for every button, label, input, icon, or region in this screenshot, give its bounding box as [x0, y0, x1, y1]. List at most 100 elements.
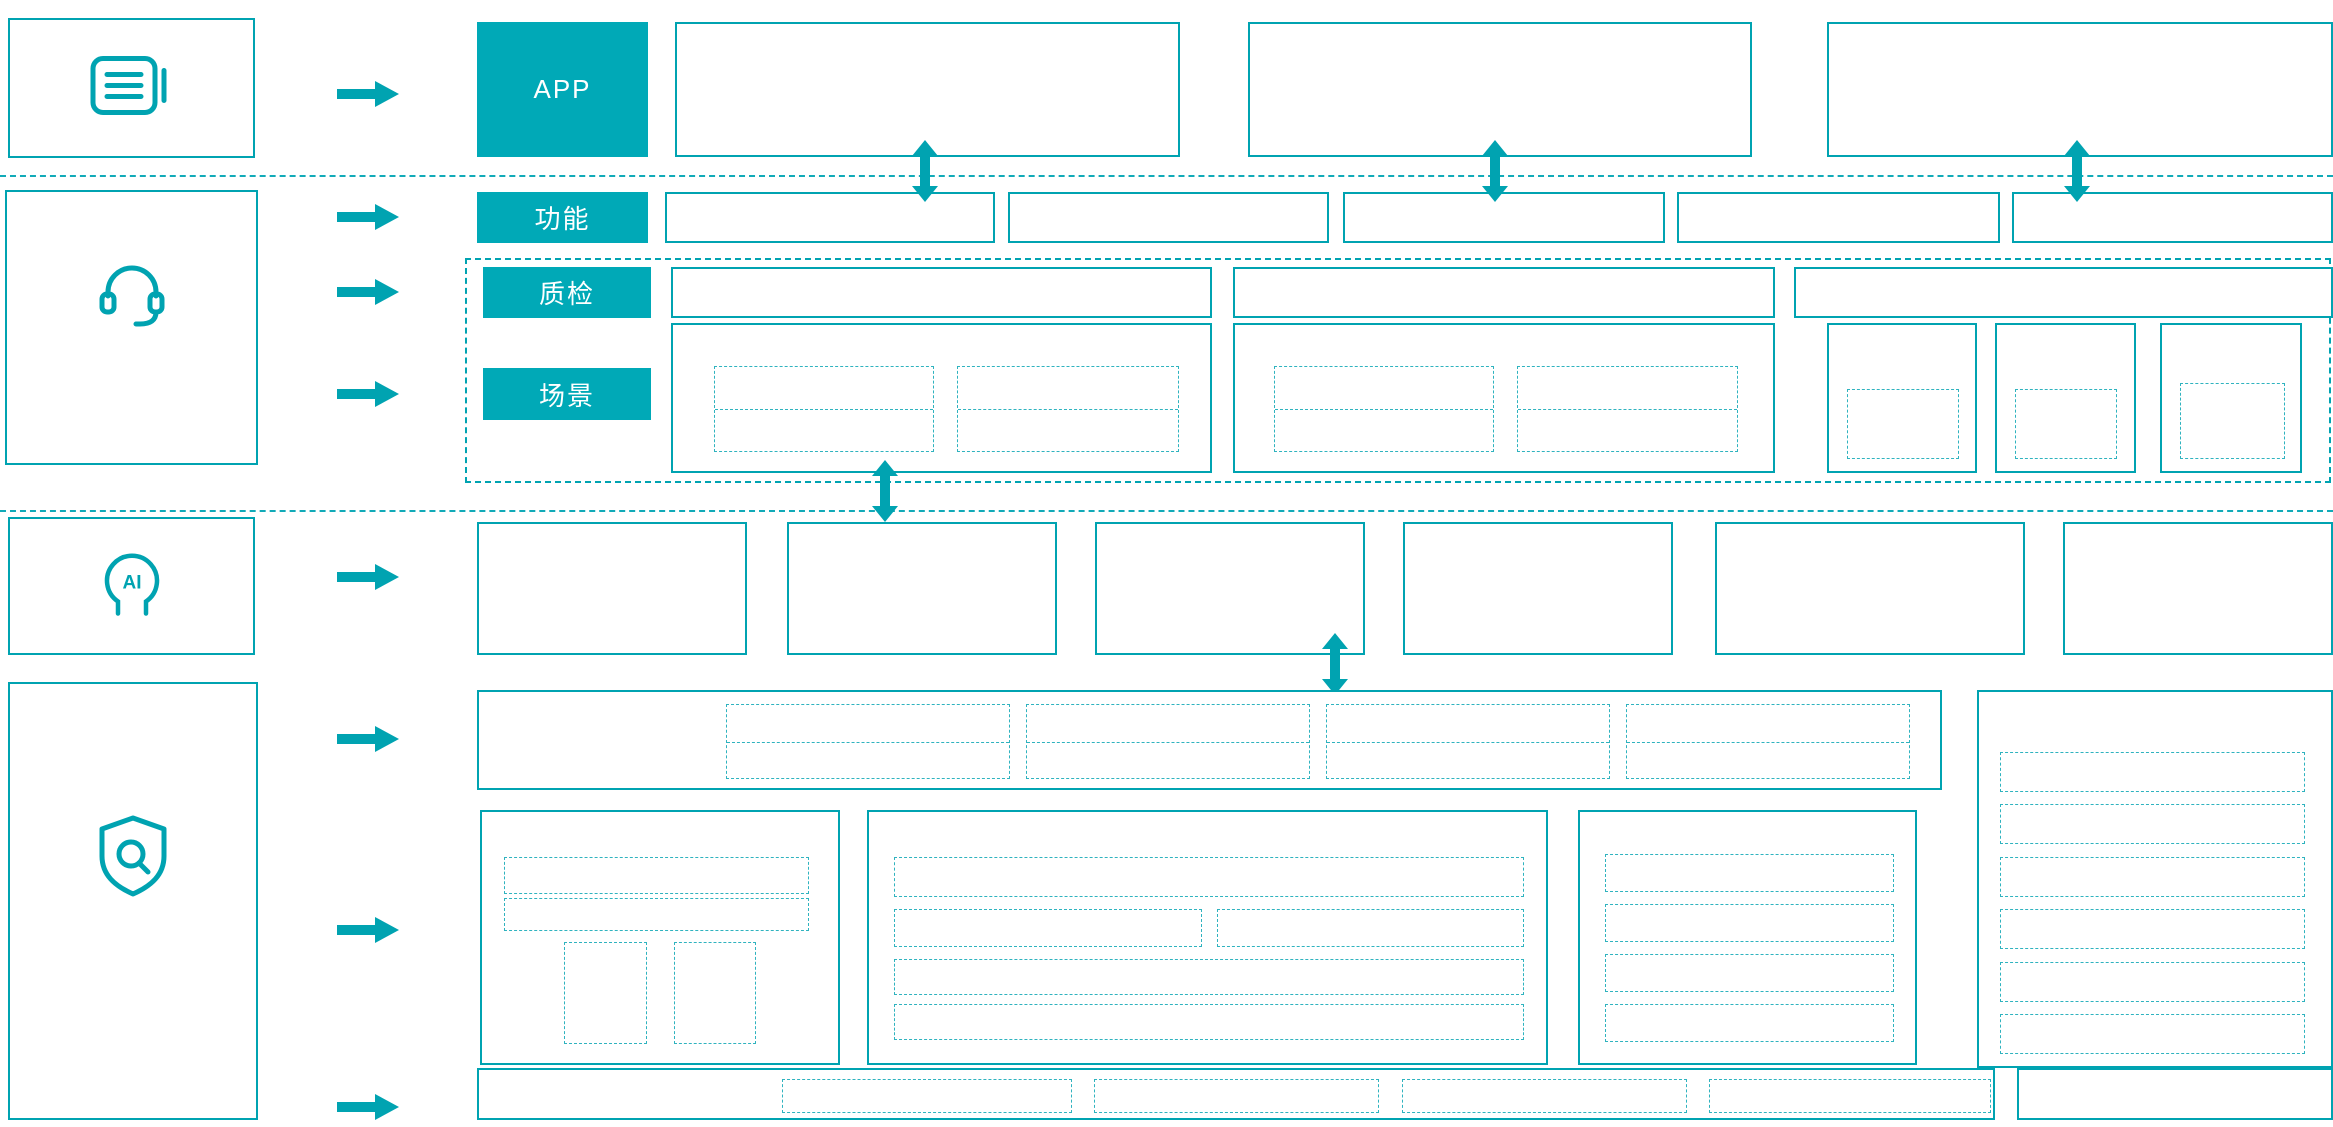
module-left-row-2 [504, 898, 809, 931]
flow-arrow-right-2 [337, 204, 399, 230]
flow-arrow-right-1 [337, 81, 399, 107]
pipeline-cell-2 [1026, 704, 1310, 779]
module-left-block-2 [674, 942, 756, 1044]
flow-arrow-right-6 [337, 726, 399, 752]
scene-box-d [1995, 323, 2136, 473]
cell-divider [1518, 409, 1737, 410]
right-panel-row-5 [2000, 962, 2305, 1002]
flow-arrow-vertical-2 [1482, 140, 1508, 202]
svg-text:AI: AI [122, 573, 141, 594]
module-left-row-1 [504, 857, 809, 894]
scene-box-e [2160, 323, 2302, 473]
function-box-2 [1008, 192, 1329, 243]
scene-cell-c1 [1847, 389, 1959, 459]
module-center-row-1 [894, 857, 1524, 897]
flow-arrow-vertical-1 [912, 140, 938, 202]
module-center-row-3 [894, 959, 1524, 995]
right-panel-row-2 [2000, 804, 2305, 844]
flow-arrow-vertical-3 [2064, 140, 2090, 202]
module-center-row-2b [1217, 909, 1524, 947]
app-row-box-1 [675, 22, 1180, 157]
module-right-row-1 [1605, 854, 1894, 892]
left-panel-quality-layer [8, 682, 258, 1120]
cell-divider [1275, 409, 1493, 410]
module-box-center [867, 810, 1548, 1065]
pipeline-cell-4 [1626, 704, 1910, 779]
right-panel-row-6 [2000, 1014, 2305, 1054]
module-box-right [1578, 810, 1917, 1065]
function-chip: 功能 [477, 192, 648, 243]
pipeline-cell-3 [1326, 704, 1610, 779]
app-row-box-2 [1248, 22, 1752, 157]
scene-chip: 场景 [483, 368, 651, 420]
ai-head-icon: AI [96, 548, 168, 625]
module-right-row-4 [1605, 1004, 1894, 1042]
right-panel-row-3 [2000, 857, 2305, 897]
app-chip: APP [477, 22, 648, 157]
scene-group-b [1233, 323, 1775, 473]
function-box-5 [2012, 192, 2333, 243]
flow-arrow-right-8 [337, 1094, 399, 1120]
flow-arrow-vertical-4 [872, 460, 898, 522]
flow-arrow-right-7 [337, 917, 399, 943]
dashed-separator-1 [0, 175, 2333, 177]
quality-box-3 [1794, 267, 2333, 318]
bottom-right-box [2017, 1068, 2333, 1120]
module-right-row-2 [1605, 904, 1894, 942]
bottom-cell-3 [1402, 1079, 1687, 1113]
flow-arrow-right-5 [337, 564, 399, 590]
quality-chip: 质检 [483, 267, 651, 318]
quality-box-1 [671, 267, 1212, 318]
right-panel-row-1 [2000, 752, 2305, 792]
quality-shield-icon [96, 814, 170, 903]
quality-scene-group [465, 258, 2331, 483]
cell-divider [958, 409, 1178, 410]
scene-cell-b2 [1517, 366, 1738, 452]
ai-row-box-2 [787, 522, 1057, 655]
pipeline-cell-1 [726, 704, 1010, 779]
flow-arrow-right-4 [337, 381, 399, 407]
scene-cell-a2 [957, 366, 1179, 452]
function-box-3 [1343, 192, 1665, 243]
cell-divider [1327, 741, 1609, 743]
flow-arrow-right-3 [337, 279, 399, 305]
left-panel-service-layer [5, 190, 258, 465]
scene-cell-d1 [2015, 389, 2117, 459]
scene-cell-b1 [1274, 366, 1494, 452]
database-icon [88, 53, 176, 124]
module-box-left [480, 810, 840, 1065]
function-box-1 [665, 192, 995, 243]
pipeline-box [477, 690, 1942, 790]
flow-arrow-vertical-5 [1322, 633, 1348, 695]
cell-divider [1027, 741, 1309, 743]
ai-row-box-1 [477, 522, 747, 655]
ai-row-box-6 [2063, 522, 2333, 655]
bottom-bar [477, 1068, 1995, 1120]
module-right-row-3 [1605, 954, 1894, 992]
module-center-row-2a [894, 909, 1202, 947]
ai-row-box-5 [1715, 522, 2025, 655]
function-box-4 [1677, 192, 2000, 243]
scene-cell-a1 [714, 366, 934, 452]
left-panel-ai-layer: AI [8, 517, 255, 655]
app-row-box-3 [1827, 22, 2333, 157]
right-side-panel [1977, 690, 2333, 1068]
bottom-cell-4 [1709, 1079, 1991, 1113]
bottom-cell-2 [1094, 1079, 1379, 1113]
cell-divider [727, 741, 1009, 743]
left-panel-app-layer [8, 18, 255, 158]
headset-agent-icon [94, 256, 170, 337]
module-left-block-1 [564, 942, 647, 1044]
dashed-separator-2 [0, 510, 2333, 512]
right-panel-row-4 [2000, 909, 2305, 949]
scene-box-c [1827, 323, 1977, 473]
quality-box-2 [1233, 267, 1775, 318]
scene-cell-e1 [2180, 383, 2285, 459]
module-center-row-4 [894, 1004, 1524, 1040]
cell-divider [1627, 741, 1909, 743]
scene-group-a [671, 323, 1212, 473]
ai-row-box-4 [1403, 522, 1673, 655]
ai-row-box-3 [1095, 522, 1365, 655]
cell-divider [715, 409, 933, 410]
